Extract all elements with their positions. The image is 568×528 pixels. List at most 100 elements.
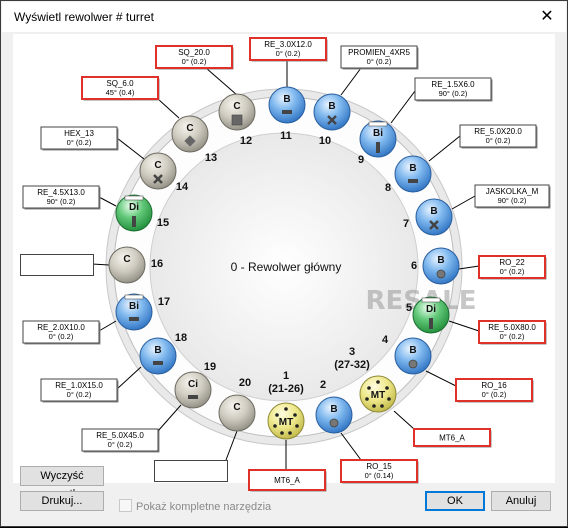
tool-type-4: B	[409, 345, 416, 356]
tool-type-5: Di	[426, 304, 436, 315]
tool-name-8: RE_5.0X20.0	[474, 127, 522, 136]
tool-label-5[interactable]: RE_5.0X80.00° (0.2)	[478, 320, 547, 345]
position-number-18: 18	[175, 332, 187, 344]
tool-angle-19: 0° (0.2)	[108, 440, 133, 449]
connector-line-6	[458, 265, 480, 270]
connector-line-16	[91, 263, 110, 266]
position-number-6: 6	[411, 260, 417, 272]
tool-label-4[interactable]: RO_160° (0.2)	[455, 378, 534, 403]
tool-name-6: RO_22	[499, 258, 525, 267]
tool-angle-13: 45° (0.4)	[106, 88, 135, 97]
tool-12[interactable]: C	[218, 93, 256, 131]
tool-name-15: RE_4.5X13.0	[37, 188, 85, 197]
tool-16[interactable]: C	[108, 246, 146, 284]
tool-9[interactable]: Bi	[359, 120, 397, 158]
position-number-14: 14	[176, 181, 189, 193]
show-complete-tools-checkbox[interactable]: Pokaż kompletne narzędzia	[119, 499, 271, 513]
tool-angle-9: 90° (0.2)	[439, 89, 468, 98]
connector-line-15	[98, 196, 117, 207]
tool-label-7[interactable]: JASKOLKA_M90° (0.2)	[474, 184, 551, 209]
tool-8[interactable]: B	[394, 155, 432, 193]
connector-line-5	[448, 320, 480, 332]
tool-label-14[interactable]: HEX_130° (0.2)	[40, 126, 119, 151]
tool-18[interactable]: B	[139, 337, 177, 375]
tool-2[interactable]: B	[315, 396, 353, 434]
position-number-8: 8	[385, 182, 391, 194]
tool-label-3[interactable]: MT6_A	[413, 428, 492, 448]
checkbox-box[interactable]	[119, 499, 132, 512]
tool-13[interactable]: C	[171, 115, 209, 153]
tool-label-17[interactable]: RE_2.0X10.00° (0.2)	[22, 320, 101, 345]
tool-name-5: RE_5.0X80.0	[488, 323, 536, 332]
close-icon[interactable]: ✕	[540, 8, 554, 25]
tool-type-17: Bi	[129, 301, 139, 312]
tool-label-18[interactable]: RE_1.0X15.00° (0.2)	[40, 378, 119, 403]
position-number-2: 2	[320, 379, 326, 391]
tool-20[interactable]: C	[218, 394, 256, 432]
tool-4[interactable]: B	[394, 337, 432, 375]
cancel-button[interactable]: Anuluj	[491, 491, 551, 511]
position-number-19: 19	[204, 361, 216, 373]
tool-angle-5: 0° (0.2)	[500, 332, 525, 341]
tool-name-4: RO_16	[481, 381, 507, 390]
tool-type-1: MT	[279, 417, 293, 428]
position-number-4: 4	[382, 334, 389, 346]
position-number-15: 15	[157, 217, 169, 229]
tool-label-6[interactable]: RO_220° (0.2)	[478, 255, 547, 280]
position-number-1: 1	[283, 370, 289, 382]
tool-label-15[interactable]: RE_4.5X13.090° (0.2)	[22, 185, 101, 210]
connector-line-8	[428, 135, 461, 162]
tool-angle-4: 0° (0.2)	[482, 390, 507, 399]
tool-15[interactable]: Di	[115, 194, 153, 232]
tool-type-9: Bi	[373, 128, 383, 139]
tool-label-11[interactable]: RE_3.0X12.00° (0.2)	[249, 37, 328, 62]
tool-type-13: C	[186, 123, 193, 134]
position-number-12: 12	[240, 135, 252, 147]
position-number-5: 5	[406, 302, 412, 314]
position-number-9: 9	[358, 154, 364, 166]
tool-angle-11: 0° (0.2)	[276, 49, 301, 58]
tool-angle-12: 0° (0.2)	[182, 57, 207, 66]
tool-7[interactable]: B	[415, 198, 453, 236]
clear-all-button[interactable]: Wyczyść wszystko	[20, 466, 104, 500]
tool-11[interactable]: B	[268, 86, 306, 124]
tool-10[interactable]: B	[313, 93, 351, 131]
tool-name-14: HEX_13	[64, 129, 94, 138]
tool-type-6: B	[437, 255, 444, 266]
tool-label-2[interactable]: RO_150° (0.14)	[340, 459, 419, 484]
tool-angle-2: 0° (0.14)	[365, 471, 394, 480]
tool-label-19[interactable]: RE_5.0X45.00° (0.2)	[81, 428, 160, 453]
tool-5[interactable]: Di	[412, 296, 450, 334]
empty-label-20	[154, 460, 228, 482]
connector-line-3	[393, 410, 415, 430]
tool-label-1[interactable]: MT6_A	[248, 469, 327, 492]
tool-type-2: B	[330, 404, 337, 415]
tool-name-18: RE_1.0X15.0	[55, 381, 103, 390]
tool-name-1: MT6_A	[274, 476, 300, 485]
tool-angle-18: 0° (0.2)	[67, 390, 92, 399]
print-button[interactable]: Drukuj...	[20, 491, 104, 511]
tool-label-8[interactable]: RE_5.0X20.00° (0.2)	[459, 124, 538, 149]
tool-19[interactable]: Ci	[174, 371, 212, 409]
tool-type-8: B	[409, 163, 416, 174]
connector-line-10	[340, 67, 362, 96]
tool-type-20: C	[233, 402, 240, 413]
tool-angle-14: 0° (0.2)	[67, 138, 92, 147]
tool-label-13[interactable]: SQ_6.045° (0.4)	[81, 76, 160, 101]
position-number-11: 11	[280, 130, 292, 142]
connector-line-19	[157, 404, 182, 432]
position-number-7: 7	[403, 218, 409, 230]
tool-6[interactable]: B	[422, 247, 460, 285]
tool-3[interactable]: MT	[359, 375, 397, 413]
tool-type-10: B	[328, 101, 335, 112]
tool-17[interactable]: Bi	[115, 293, 153, 331]
connector-line-18	[116, 366, 142, 390]
tool-name-10: PROMIEN_4XR5	[348, 48, 410, 57]
tool-label-12[interactable]: SQ_20.00° (0.2)	[155, 45, 234, 70]
tool-14[interactable]: C	[139, 152, 177, 190]
tool-label-9[interactable]: RE_1.5X6.090° (0.2)	[414, 77, 493, 102]
tool-1[interactable]: MT	[267, 402, 305, 440]
ok-button[interactable]: OK	[425, 491, 485, 511]
